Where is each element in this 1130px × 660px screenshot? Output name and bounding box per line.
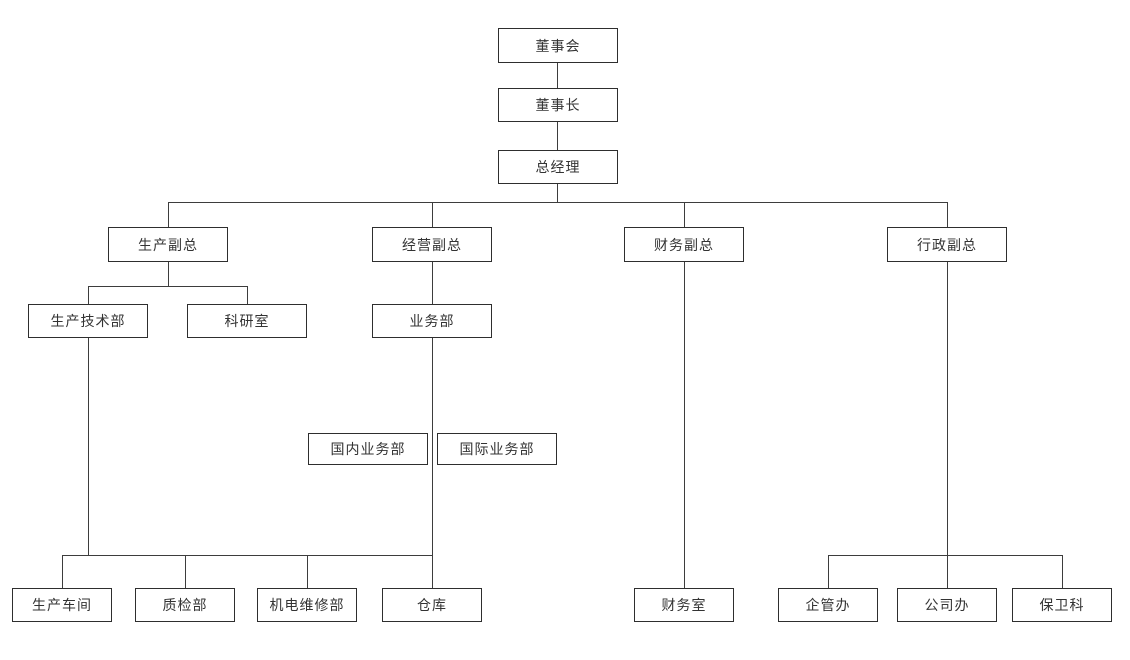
org-node-production-workshop: 生产车间: [12, 588, 112, 622]
org-node-label: 企管办: [805, 597, 851, 613]
connector-finance-vp-office: [684, 262, 685, 588]
connector-drop-operations-vp: [432, 202, 433, 227]
org-node-domestic-business-dept: 国内业务部: [308, 433, 428, 465]
org-node-label: 国内业务部: [330, 441, 406, 457]
connector-admin-rail: [828, 555, 1063, 556]
org-node-chairman: 董事长: [498, 88, 618, 122]
org-node-label: 保卫科: [1039, 597, 1085, 613]
connector-drop-ent-mgmt: [828, 555, 829, 588]
org-node-company-office: 公司办: [897, 588, 997, 622]
org-node-label: 董事长: [535, 97, 581, 113]
org-node-label: 国际业务部: [459, 441, 535, 457]
org-node-label: 业务部: [409, 313, 455, 329]
org-node-label: 生产技术部: [50, 313, 126, 329]
org-node-label: 董事会: [535, 37, 581, 54]
connector-chairman-gm: [557, 122, 558, 150]
connector-production-tech-stem: [88, 338, 89, 555]
org-node-operations-vp: 经营副总: [372, 227, 492, 262]
org-node-general-manager: 总经理: [498, 150, 618, 184]
connector-vp-rail: [168, 202, 948, 203]
connector-production-vp-stem: [168, 262, 169, 286]
org-node-research-office: 科研室: [187, 304, 307, 338]
org-node-quality-inspection-dept: 质检部: [135, 588, 235, 622]
org-node-label: 财务室: [661, 597, 707, 613]
connector-drop-security: [1062, 555, 1063, 588]
org-node-production-tech-dept: 生产技术部: [28, 304, 148, 338]
org-node-enterprise-management-office: 企管办: [778, 588, 878, 622]
connector-production-rail: [88, 286, 248, 287]
org-node-production-vp: 生产副总: [108, 227, 228, 262]
org-node-label: 质检部: [162, 597, 208, 613]
connector-drop-production-tech: [88, 286, 89, 304]
connector-admin-vp-stem: [947, 262, 948, 588]
org-node-label: 科研室: [224, 313, 270, 329]
org-node-international-business-dept: 国际业务部: [437, 433, 557, 465]
org-node-warehouse: 仓库: [382, 588, 482, 622]
org-node-business-dept: 业务部: [372, 304, 492, 338]
org-node-label: 经营副总: [402, 236, 462, 253]
connector-operations-vp-business: [432, 262, 433, 304]
org-node-label: 财务副总: [654, 236, 714, 253]
connector-drop-research-office: [247, 286, 248, 304]
connector-drop-production-vp: [168, 202, 169, 227]
org-node-label: 仓库: [417, 597, 447, 613]
connector-drop-quality: [185, 555, 186, 588]
connector-gm-stem: [557, 184, 558, 202]
org-node-label: 行政副总: [917, 236, 977, 253]
connector-business-dept-stem: [432, 338, 433, 588]
connector-drop-finance-vp: [684, 202, 685, 227]
org-node-maintenance-dept: 机电维修部: [257, 588, 357, 622]
connector-workshop-rail: [62, 555, 433, 556]
org-node-admin-vp: 行政副总: [887, 227, 1007, 262]
org-node-label: 机电维修部: [269, 597, 345, 613]
connector-drop-workshop: [62, 555, 63, 588]
connector-drop-admin-vp: [947, 202, 948, 227]
org-node-label: 生产副总: [138, 236, 198, 253]
connector-board-chairman: [557, 63, 558, 88]
org-node-finance-office: 财务室: [634, 588, 734, 622]
org-node-label: 生产车间: [32, 597, 92, 613]
org-node-board-of-directors: 董事会: [498, 28, 618, 63]
org-node-security-section: 保卫科: [1012, 588, 1112, 622]
org-node-finance-vp: 财务副总: [624, 227, 744, 262]
connector-drop-maintenance: [307, 555, 308, 588]
org-node-label: 总经理: [535, 159, 581, 175]
org-node-label: 公司办: [924, 597, 970, 613]
